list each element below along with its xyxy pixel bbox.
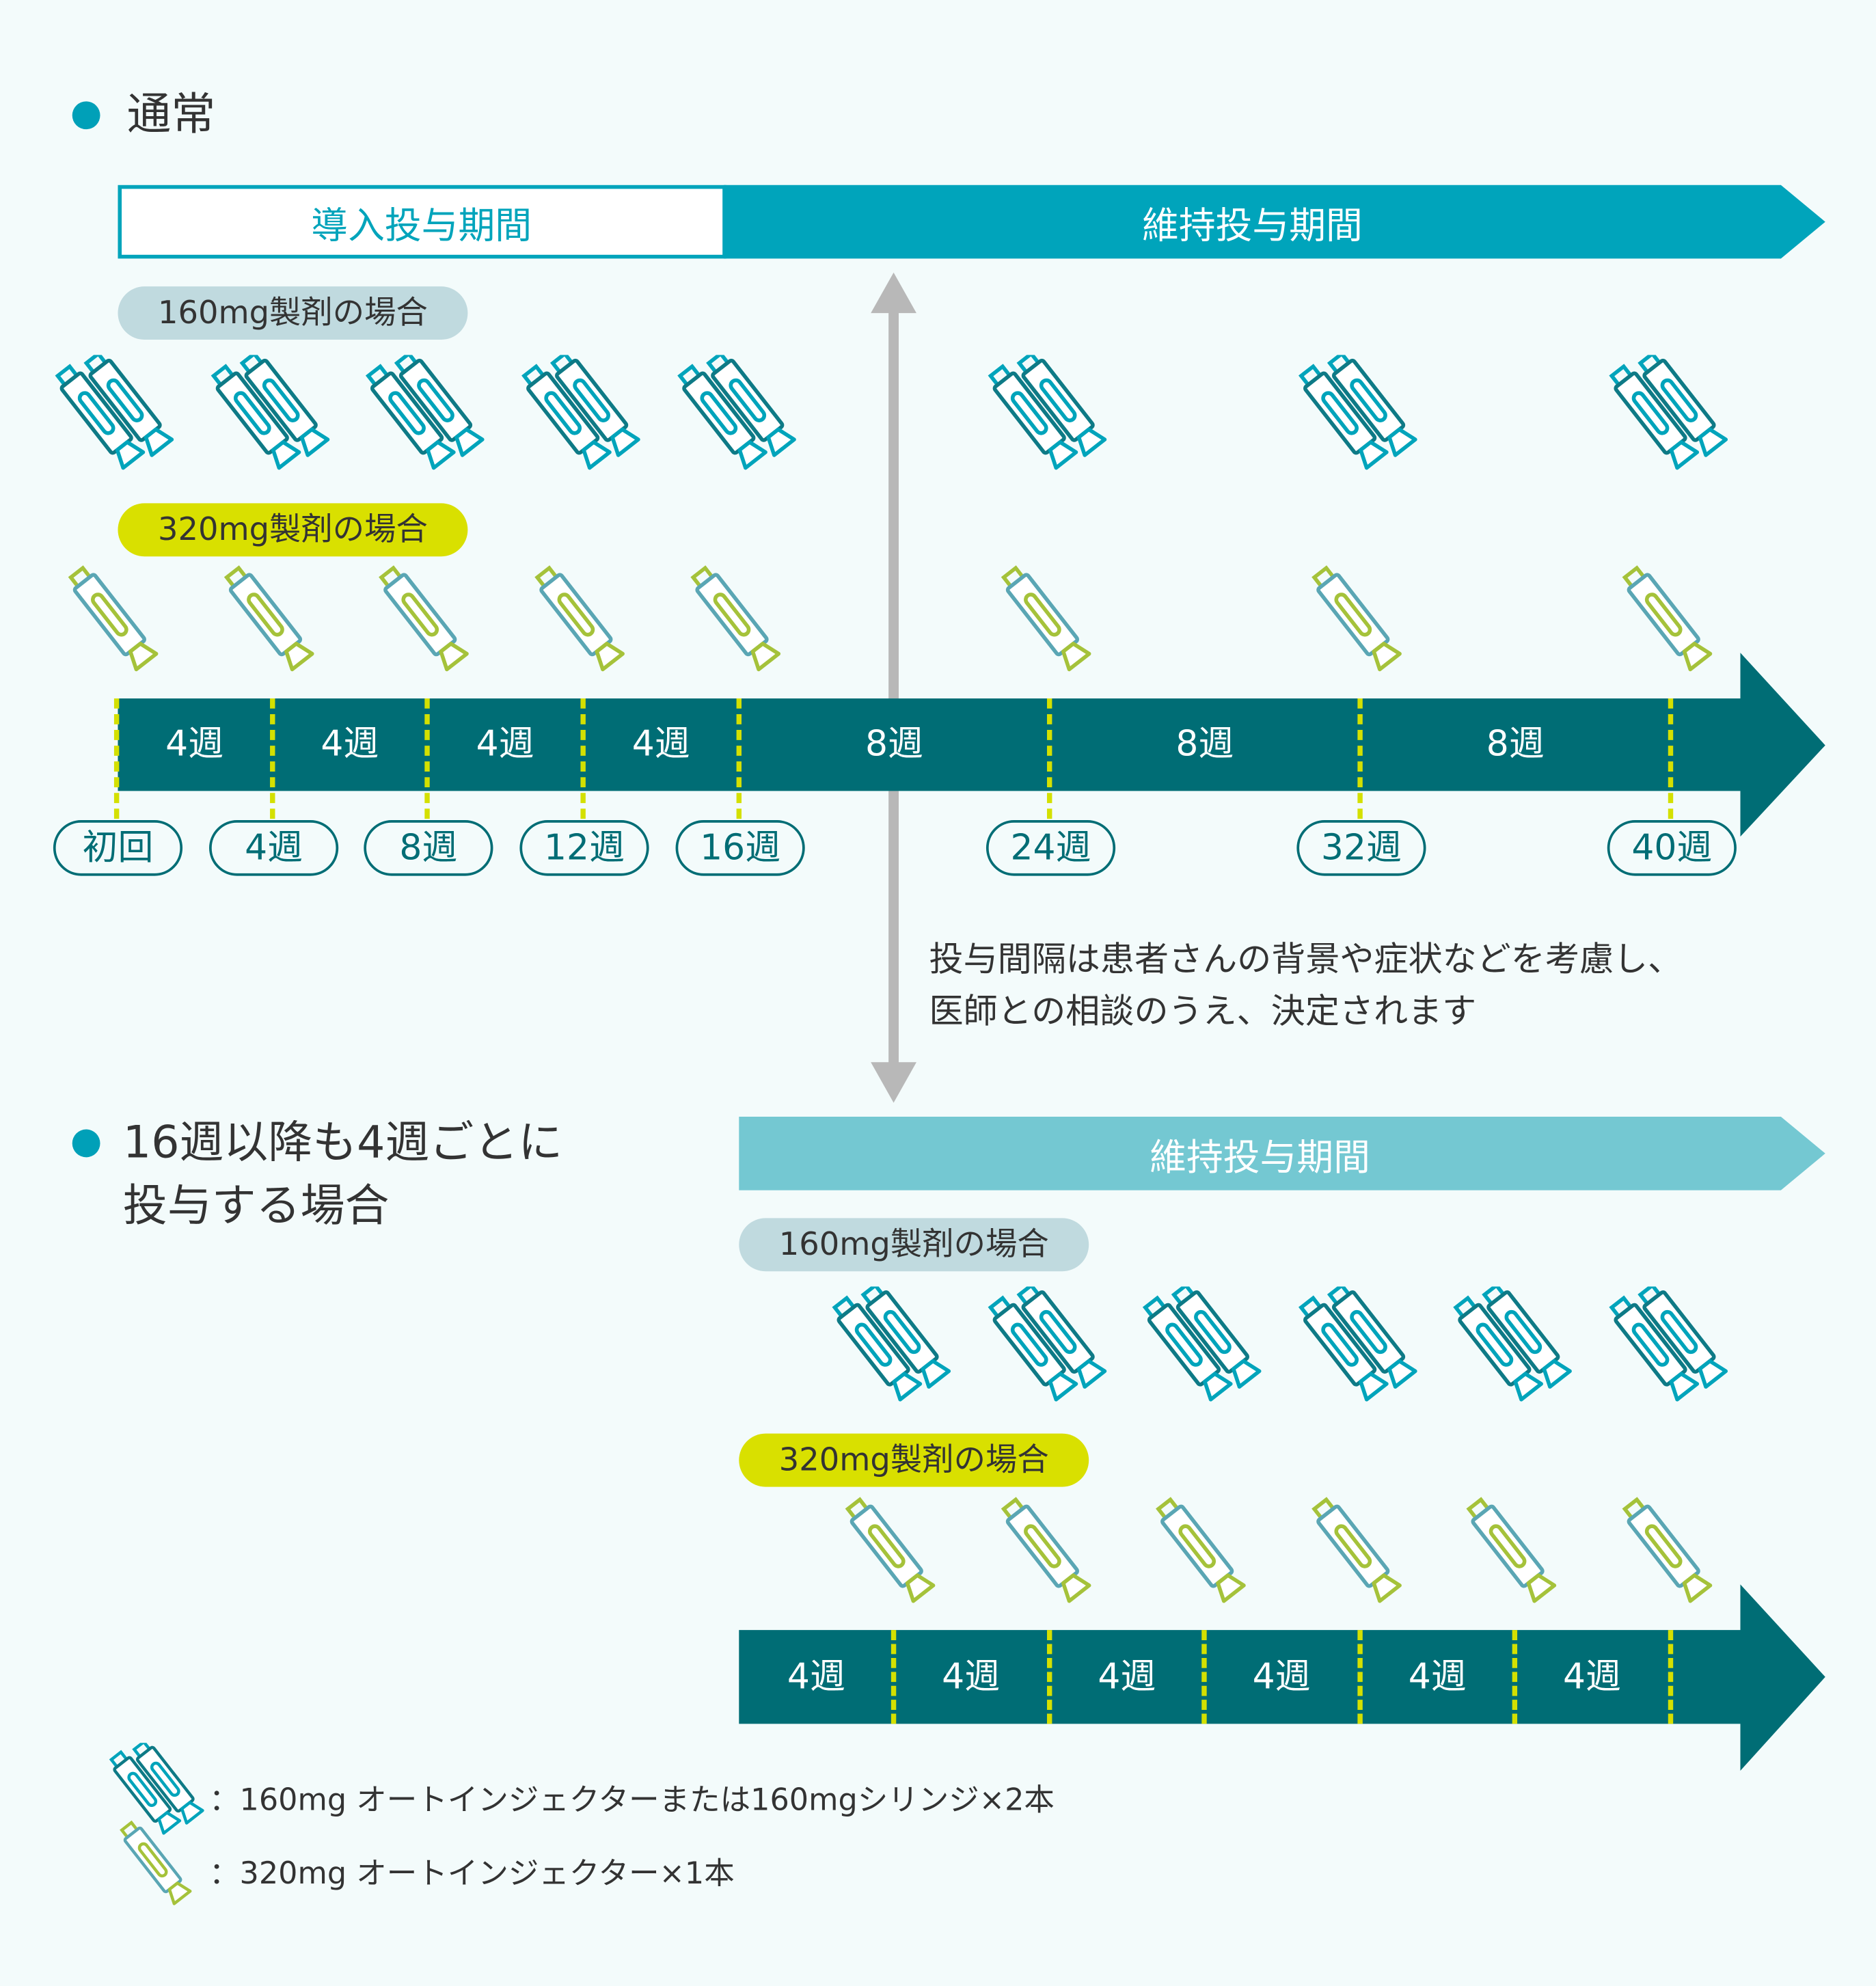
- bullet-icon: [72, 101, 100, 130]
- injector-160mg-pair-icon: [1296, 1287, 1423, 1413]
- legend-320mg: ：320mg オートインジェクター×1本: [209, 1855, 735, 1892]
- week-tick-line: [1046, 698, 1052, 819]
- section-title-standard: 通常: [126, 90, 216, 141]
- week-marker: 12週: [519, 819, 649, 876]
- injector-160mg-pair-icon: [676, 355, 802, 481]
- note-line-2: 医師との相談のうえ、決定されます: [929, 992, 1477, 1032]
- segment-label: 4週: [631, 722, 690, 765]
- week-tick-line: [1357, 698, 1363, 819]
- injector-160mg-pair-icon: [519, 355, 646, 481]
- interval-note: 投与間隔は患者さんの背景や症状などを考慮し、 医師との相談のうえ、決定されます: [929, 934, 1682, 1038]
- induction-phase-bar: [118, 185, 726, 259]
- week-tick-line: [270, 698, 275, 819]
- pill-320mg-2: 320mg製剤の場合: [739, 1433, 1089, 1487]
- week-tick-line: [1046, 1630, 1052, 1724]
- segment-label: 4週: [476, 722, 534, 765]
- injector-160mg-pair-icon: [1452, 1287, 1578, 1413]
- maintenance-phase-bar: [724, 185, 1825, 259]
- injector-160mg-pair-icon: [986, 1287, 1113, 1413]
- segment-label: 4週: [1252, 1655, 1311, 1698]
- injector-160mg-pair-icon: [364, 355, 490, 481]
- injector-160mg-pair-icon: [209, 355, 336, 481]
- injector-160mg-pair-icon: [1141, 1287, 1267, 1413]
- injector-160mg-pair-icon: [1607, 355, 1734, 481]
- segment-label: 4週: [1408, 1655, 1467, 1698]
- maintenance-phase-arrow: [739, 1116, 1825, 1191]
- timeline-bar: [118, 653, 1825, 837]
- segment-label: 8週: [1486, 722, 1545, 765]
- section-title-every-4-weeks: 16週以降も4週ごとに 投与する場合: [123, 1112, 562, 1238]
- bullet-icon: [72, 1129, 100, 1158]
- week-tick-line: [1512, 1630, 1518, 1724]
- injector-320mg-icon: [108, 1817, 209, 1918]
- week-marker: 40週: [1607, 819, 1737, 876]
- week-tick-line: [1357, 1630, 1363, 1724]
- week-tick-line: [1201, 1630, 1207, 1724]
- injector-160mg-pair-icon: [1607, 1287, 1734, 1413]
- segment-label: 4週: [787, 1655, 845, 1698]
- double-arrow-icon: [871, 272, 916, 1103]
- timeline-bar-2: [739, 1584, 1825, 1771]
- legend-160mg: ：160mg オートインジェクターまたは160mgシリンジ×2本: [209, 1782, 1055, 1818]
- week-tick-line: [1668, 1630, 1674, 1724]
- week-tick-line: [424, 698, 430, 819]
- week-marker: 24週: [985, 819, 1116, 876]
- note-line-1: 投与間隔は患者さんの背景や症状などを考慮し、: [929, 940, 1683, 980]
- segment-label: 8週: [865, 722, 923, 765]
- segment-label: 4週: [165, 722, 224, 765]
- title-line-2: 投与する場合: [122, 1181, 390, 1232]
- week-marker: 32週: [1296, 819, 1426, 876]
- week-marker: 8週: [364, 819, 493, 876]
- segment-label: 8週: [1175, 722, 1234, 765]
- week-tick-line: [891, 1630, 897, 1724]
- week-marker: 初回: [53, 819, 183, 876]
- injector-160mg-pair-icon: [53, 355, 180, 481]
- pill-320mg: 320mg製剤の場合: [118, 503, 468, 557]
- segment-label: 4週: [1562, 1655, 1621, 1698]
- week-tick-line: [113, 698, 120, 819]
- injector-160mg-pair-icon: [1296, 355, 1423, 481]
- injector-160mg-pair-icon: [986, 355, 1113, 481]
- maintenance-phase-label: 維持投与期間: [1142, 204, 1363, 247]
- segment-label: 4週: [942, 1655, 1001, 1698]
- week-marker: 4週: [209, 819, 339, 876]
- week-marker: 16週: [675, 819, 805, 876]
- segment-label: 4週: [1098, 1655, 1156, 1698]
- segment-label: 4週: [321, 722, 379, 765]
- induction-phase-label: 導入投与期間: [311, 204, 532, 247]
- week-tick-line: [1668, 698, 1674, 819]
- pill-160mg-2: 160mg製剤の場合: [739, 1218, 1089, 1272]
- week-tick-line: [580, 698, 586, 819]
- maintenance-phase-label-2: 維持投与期間: [1150, 1135, 1370, 1179]
- title-line-1: 16週以降も4週ごとに: [122, 1117, 563, 1169]
- pill-160mg: 160mg製剤の場合: [118, 286, 468, 340]
- week-tick-line: [736, 698, 742, 819]
- injector-160mg-pair-icon: [830, 1287, 957, 1413]
- phase-arrow: [118, 185, 1825, 259]
